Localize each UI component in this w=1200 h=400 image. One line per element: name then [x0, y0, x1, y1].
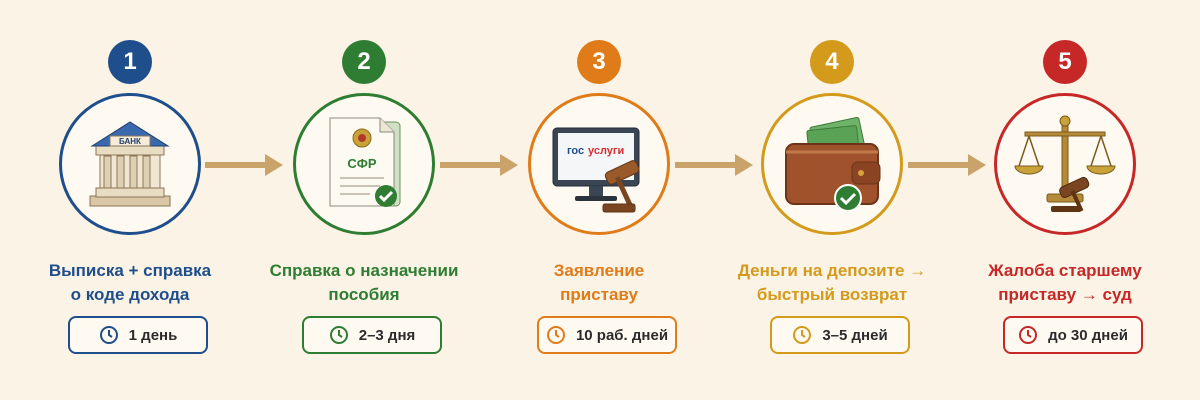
- step-label: Выписка + справка о коде дохода: [48, 261, 212, 304]
- step-icon-circle: гос услуги: [528, 93, 670, 235]
- step-label: Жалоба старшему приставу → суд: [988, 261, 1142, 304]
- arrow-right-icon: [675, 154, 753, 176]
- duration-badge: 2–3 дня: [302, 316, 442, 354]
- duration-text: 1 день: [128, 326, 178, 344]
- step-4: 4 Деньги на депозите → быстрый возврат 3…: [712, 0, 952, 400]
- step-icon-circle: [761, 93, 903, 235]
- arrow-right-icon: [908, 154, 986, 176]
- step-number: 1: [108, 40, 152, 84]
- duration-text: 3–5 дней: [822, 326, 888, 344]
- clock-icon: [546, 326, 565, 344]
- wallet-icon: [785, 116, 881, 212]
- document-title-text: СФР: [347, 156, 376, 171]
- clock-icon: [99, 326, 118, 344]
- duration-badge: 1 день: [68, 316, 208, 354]
- duration-text: 2–3 дня: [358, 326, 416, 344]
- clock-icon: [329, 326, 348, 344]
- step-number: 3: [577, 40, 621, 84]
- gosuslugi-text-a: гос: [567, 145, 584, 157]
- clock-icon: [1019, 326, 1038, 344]
- step-2: 2 СФР Справка о назначении пособия 2–3 д…: [244, 0, 484, 400]
- duration-badge: 10 раб. дней: [537, 316, 677, 354]
- monitor-gavel-icon: гос услуги: [552, 127, 640, 213]
- document-icon: СФР: [329, 117, 401, 207]
- duration-text: до 30 дней: [1048, 326, 1128, 344]
- duration-badge: до 30 дней: [1003, 316, 1143, 354]
- step-1: 1 БАНК Выписка + справка о коде дохода 1…: [10, 0, 250, 400]
- arrow-right-icon: [440, 154, 518, 176]
- step-number: 5: [1043, 40, 1087, 84]
- step-5: 5 Жалоба старшему приставу → суд до 30 д…: [945, 0, 1185, 400]
- duration-text: 10 раб. дней: [575, 326, 669, 344]
- arrow-right-icon: [205, 154, 283, 176]
- step-icon-circle: [994, 93, 1136, 235]
- step-label: Заявление приставу: [553, 261, 645, 304]
- step-label: Деньги на депозите → быстрый возврат: [737, 261, 927, 304]
- gosuslugi-text-b: услуги: [588, 145, 624, 157]
- clock-icon: [793, 326, 812, 344]
- step-label: Справка о назначении пособия: [269, 261, 459, 304]
- step-icon-circle: БАНК: [59, 93, 201, 235]
- step-number: 2: [342, 40, 386, 84]
- scales-gavel-icon: [1014, 115, 1116, 212]
- duration-badge: 3–5 дней: [770, 316, 910, 354]
- step-number: 4: [810, 40, 854, 84]
- bank-sign-text: БАНК: [119, 137, 141, 146]
- step-icon-circle: СФР: [293, 93, 435, 235]
- step-3: 3 гос услуги Заявление приставу 10 раб. …: [479, 0, 719, 400]
- bank-icon: БАНК: [89, 121, 171, 207]
